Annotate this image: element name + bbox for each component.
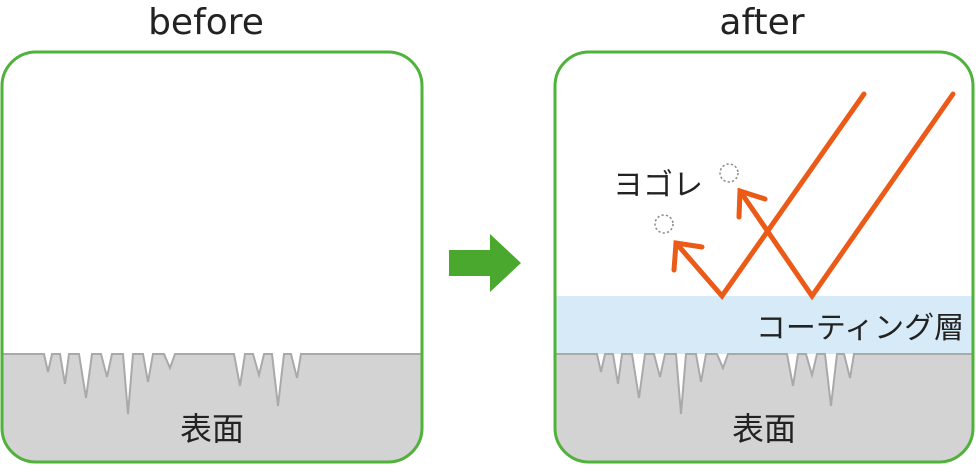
coating-layer (555, 296, 973, 354)
dirt-particle-1 (654, 214, 674, 234)
reflection-rays (671, 91, 956, 301)
before-panel (2, 52, 422, 462)
arrowhead-1 (671, 240, 705, 273)
arrowhead-2 (736, 187, 768, 220)
before-frame (0, 50, 424, 464)
reflected-ray-2 (737, 91, 956, 301)
after-rough-surface (555, 353, 973, 462)
after-title: after (719, 2, 805, 43)
before-title: before (148, 2, 264, 43)
before-surface-label: 表面 (180, 410, 244, 448)
dirt-label: ヨゴレ (613, 168, 703, 203)
coating-layer-label: コーティング層 (756, 311, 964, 346)
before-rough-surface (2, 353, 422, 462)
after-frame (553, 50, 975, 464)
after-surface-label: 表面 (732, 410, 796, 448)
reflected-ray-1 (673, 91, 867, 301)
transition-arrow-icon (449, 234, 521, 292)
dirt-particle-2 (719, 163, 739, 183)
after-panel (555, 52, 973, 462)
